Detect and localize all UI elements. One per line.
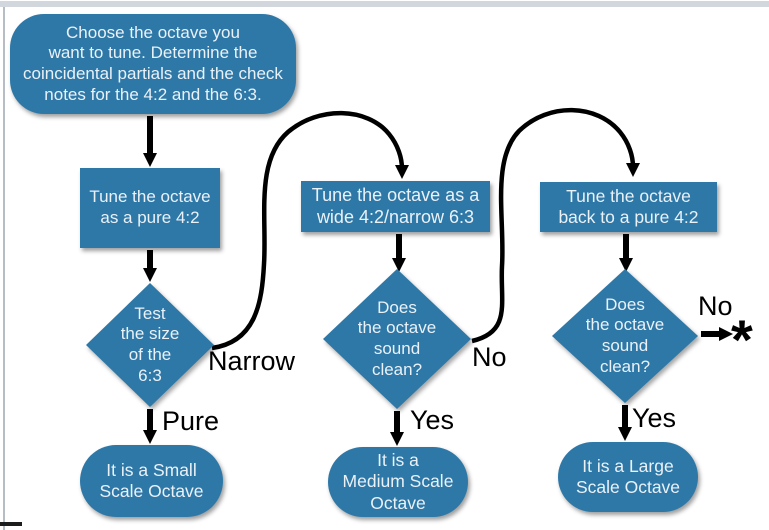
edge-label-yes-large: Yes [632, 403, 677, 433]
process-small-text: Tune the octave as a pure 4:2 [89, 187, 211, 227]
process-small-node: Tune the octave as a pure 4:2 [80, 168, 220, 248]
edge-label-pure: Pure [162, 406, 220, 436]
start-node: Choose the octave you want to tune. Dete… [10, 14, 296, 114]
decision-large-text: Does the octave sound clean? [585, 294, 665, 376]
result-medium-node: It is a Medium Scale Octave [328, 447, 468, 517]
edge-label-no-medium: No [472, 342, 507, 372]
process-medium-node: Tune the octave as a wide 4:2/narrow 6:3 [301, 181, 490, 232]
decision-medium-text: Does the octave sound clean? [357, 297, 437, 379]
start-node-text: Choose the octave you want to tune. Dete… [23, 22, 283, 104]
process-medium-text: Tune the octave as a wide 4:2/narrow 6:3 [311, 184, 480, 227]
decision-large-node: Does the octave sound clean? [552, 269, 698, 403]
result-medium-text: It is a Medium Scale Octave [342, 449, 454, 513]
decision-medium-diamond: Does the octave sound clean? [323, 269, 471, 409]
edge-label-yes-medium: Yes [410, 405, 455, 435]
result-small-node: It is a Small Scale Octave [80, 445, 223, 517]
decision-small-diamond: Test the size of the 6:3 [86, 283, 214, 407]
result-small-text: It is a Small Scale Octave [99, 459, 204, 501]
top-border-line [0, 1, 769, 7]
process-large-node: Tune the octave back to a pure 4:2 [540, 182, 717, 232]
edge-label-narrow: Narrow [208, 346, 296, 376]
result-large-text: It is a Large Scale Octave [575, 455, 681, 497]
left-border-line [3, 7, 5, 530]
process-large-text: Tune the octave back to a pure 4:2 [558, 185, 699, 227]
result-large-node: It is a Large Scale Octave [558, 442, 698, 512]
asterisk-terminal-symbol: * [731, 308, 753, 371]
decision-small-text: Test the size of the 6:3 [120, 303, 180, 385]
edge-label-no-large: No [698, 291, 733, 321]
decision-medium-node: Does the octave sound clean? [323, 269, 471, 409]
bottom-border-mark [0, 522, 22, 526]
decision-large-diamond: Does the octave sound clean? [552, 269, 698, 403]
decision-small-node: Test the size of the 6:3 [86, 283, 214, 407]
